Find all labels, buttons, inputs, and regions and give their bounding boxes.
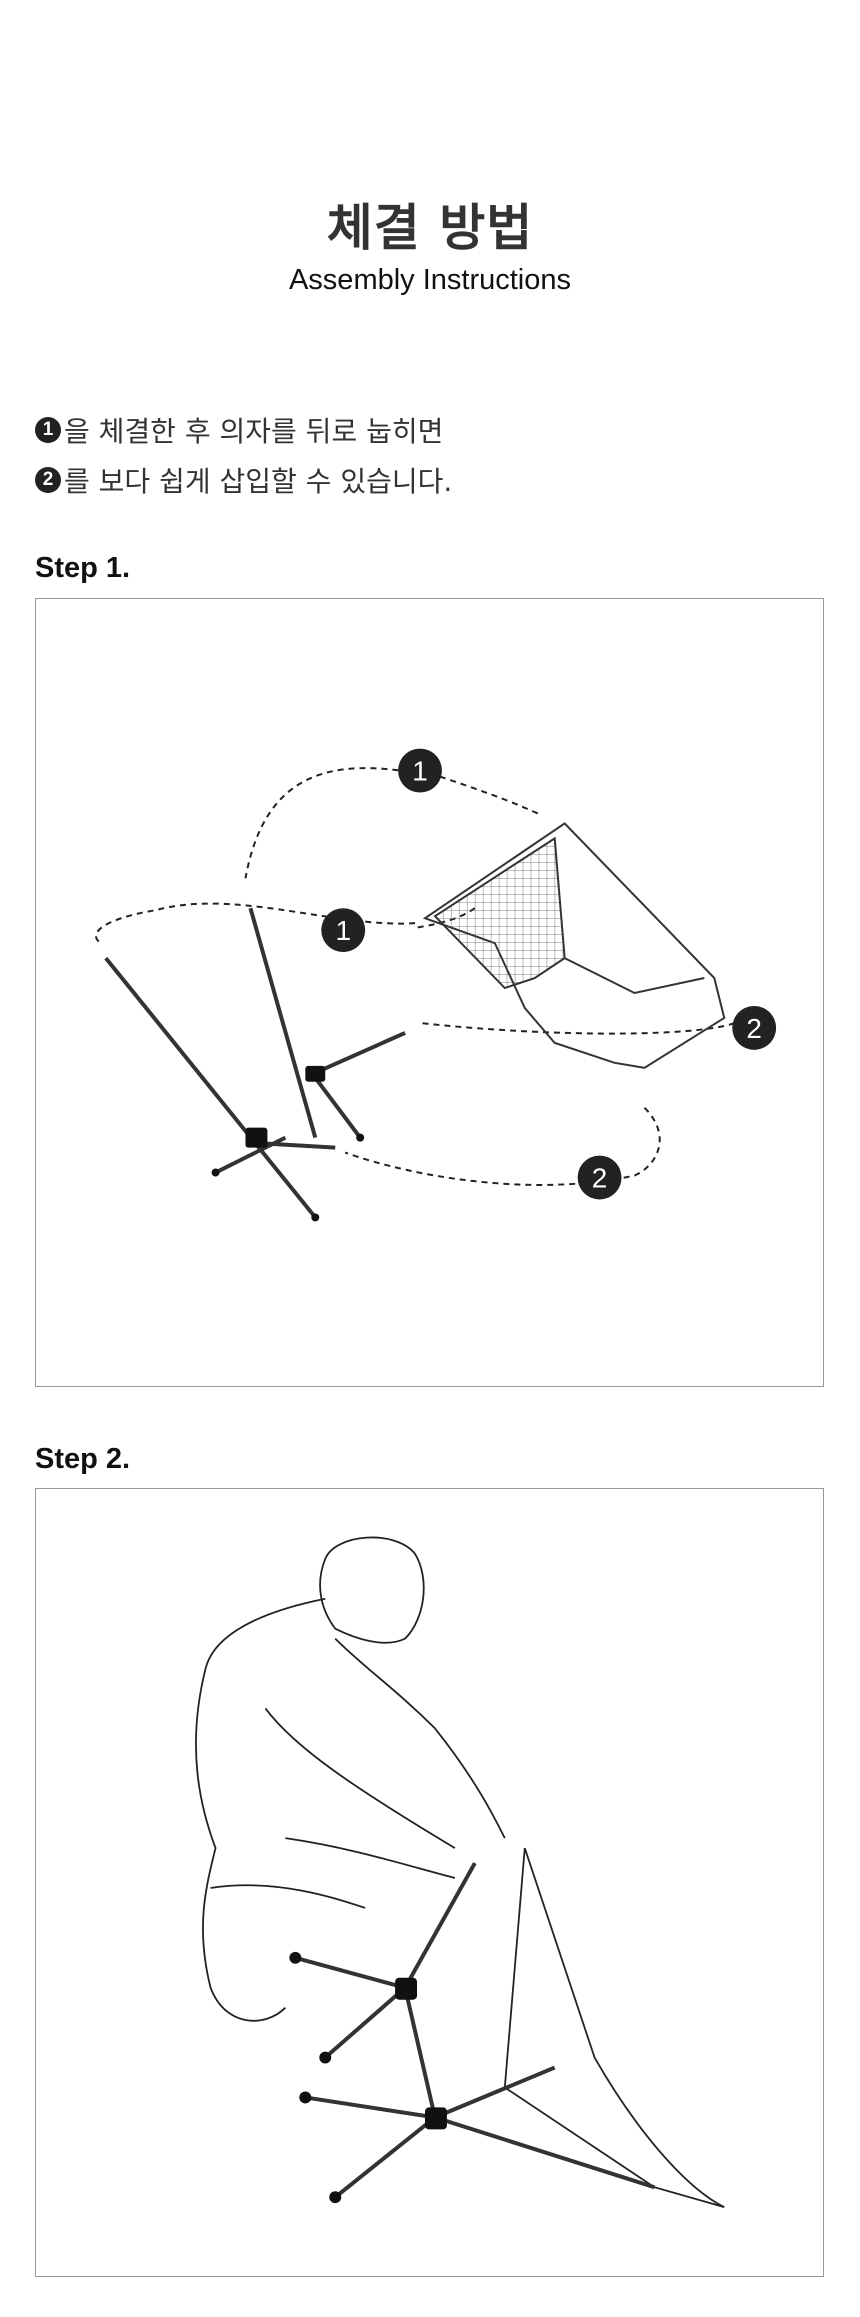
marker-2b (577, 1155, 622, 1200)
instruction-text: 를 보다 쉽게 삽입할 수 있습니다. (64, 465, 453, 498)
person-assembling-chair (195, 1536, 725, 2209)
svg-text:2: 2 (746, 1013, 762, 1044)
chair-parts-diagram: 1 1 2 2 (95, 748, 777, 1222)
step-1-illustration: 1 1 2 2 (35, 598, 824, 1387)
chair-frame (294, 1862, 656, 2199)
hub-connectors (211, 1065, 365, 1222)
chair-fabric (503, 1847, 725, 2209)
step-2-illustration (35, 1488, 824, 2277)
arrow-path-1a (244, 767, 421, 879)
marker-1b (321, 908, 366, 953)
instruction-line-1: 1 을 체결한 후 의자를 뒤로 눕히면 (35, 410, 443, 450)
svg-text:2: 2 (592, 1163, 608, 1194)
page-subtitle: Assembly Instructions (288, 264, 572, 296)
instruction-line-2: 2 를 보다 쉽게 삽입할 수 있습니다. (35, 460, 452, 500)
svg-text:1: 1 (412, 756, 428, 787)
step-markers: 1 1 2 2 (321, 748, 777, 1200)
arrow-path-1b (95, 902, 416, 944)
instruction-text: 을 체결한 후 의자를 뒤로 눕히면 (64, 415, 444, 448)
hub-connectors (289, 1951, 447, 2204)
svg-text:1: 1 (335, 915, 351, 946)
body (195, 1597, 326, 2022)
marker-1a (398, 748, 442, 793)
arrow-path-2a (419, 1017, 745, 1035)
number-badge-1: 1 (35, 417, 61, 443)
number-badge-2: 2 (35, 467, 61, 493)
pole (104, 956, 317, 1219)
head (319, 1536, 425, 1644)
marker-2a (732, 1005, 777, 1050)
step-2-label: Step 2. (35, 1443, 131, 1475)
page-title: 체결 방법 (326, 199, 534, 257)
step-1-label: Step 1. (35, 552, 131, 584)
